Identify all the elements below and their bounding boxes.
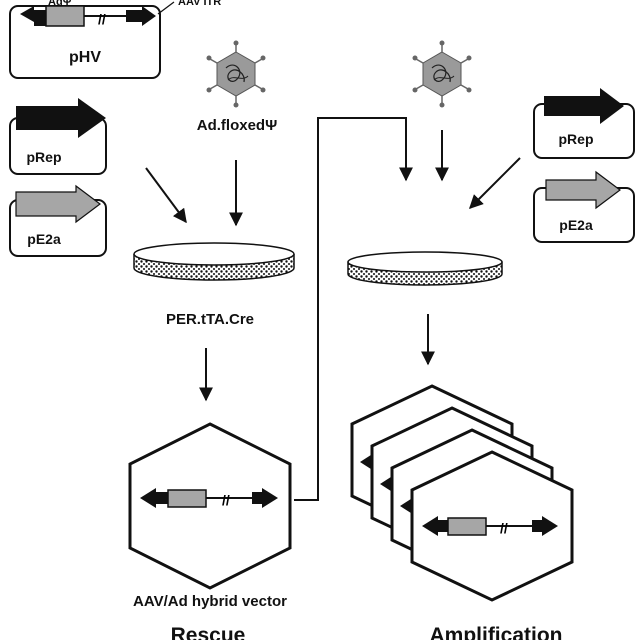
prep-plasmid-right: pRep [533,88,635,159]
itr-left-icon [140,488,168,508]
itr-right-icon [252,488,278,508]
per-cell-label: PER.tTA.Cre [166,311,254,328]
adenovirus-right-icon [412,40,472,108]
pe2a-arrow-icon [15,184,101,224]
phv-plasmid: // pHV [9,5,161,79]
svg-text://: // [222,492,230,508]
itr-left-icon [20,6,50,26]
adenovirus-left-icon [206,40,266,108]
hybrid-vector-label: AAV/Ad hybrid vector [133,593,287,610]
itr-left-icon [422,516,448,536]
ad-psi-box [167,489,207,508]
aav-itr-label: AAV ITR [178,0,221,8]
amplification-title: Amplification [429,624,562,640]
amplified-vectors-stack: // [350,384,574,602]
culture-dish-right [347,251,503,286]
itr-right-icon [126,6,156,26]
pe2a-plasmid-right: pE2a [533,170,635,243]
prep-right-label: pRep [559,131,594,147]
itr-right-icon [532,516,558,536]
svg-text://: // [98,11,106,27]
phv-label: pHV [69,49,101,66]
prep-arrow-icon [544,88,624,124]
prep-left-label: pRep [27,149,62,165]
pe2a-right-label: pE2a [559,217,593,233]
prep-plasmid-left: pRep [9,98,107,175]
hybrid-vector-hexagon: // [128,422,292,590]
culture-dish-left [133,242,295,281]
amplified-vector-front: // [410,450,574,602]
pe2a-left-label: pE2a [27,231,61,247]
pe2a-arrow-icon [545,170,621,210]
ad-psi-label: AdΨ [48,0,72,8]
ad-psi-box [45,5,85,27]
svg-text://: // [500,520,508,536]
ad-psi-box [447,517,487,536]
ad-floxed-label: Ad.floxedΨ [197,117,277,134]
rescue-title: Rescue [171,624,246,640]
prep-arrow-icon [16,98,106,138]
pe2a-plasmid-left: pE2a [9,184,107,257]
